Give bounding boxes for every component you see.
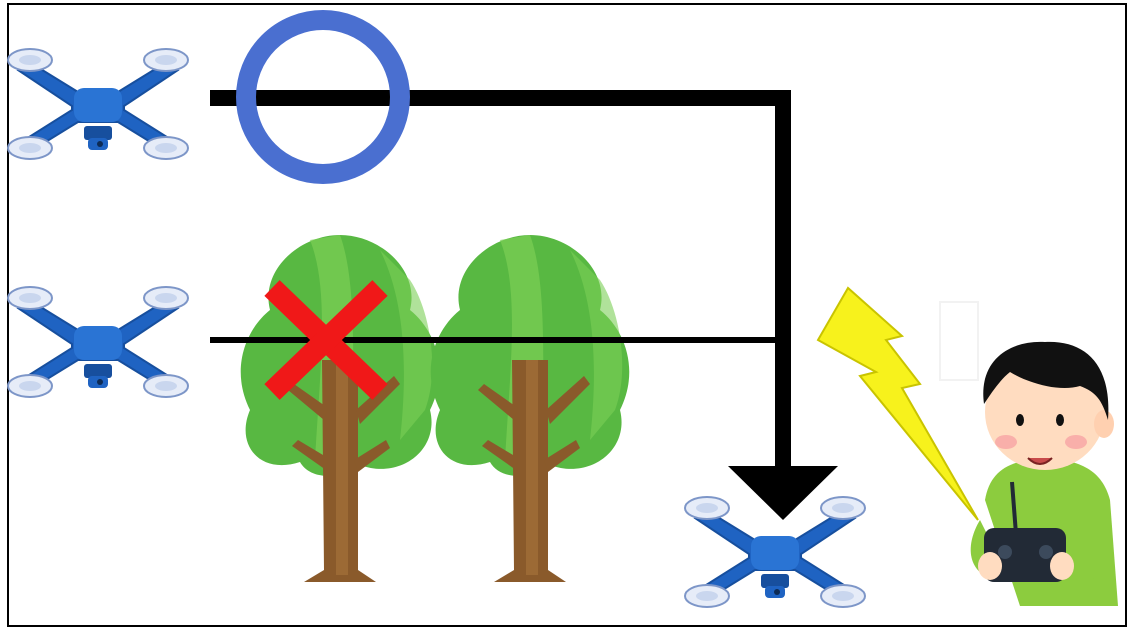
drone-icon	[7, 286, 189, 398]
tree-icon	[430, 235, 630, 582]
lightning-icon	[816, 286, 979, 521]
diagram-frame	[7, 3, 1127, 627]
drone-icon	[7, 48, 189, 160]
remote-controller-icon	[978, 481, 1074, 582]
drone-icon	[684, 496, 866, 608]
blank-placeholder	[939, 301, 979, 381]
cross-ng-icon	[264, 280, 388, 400]
tree-icon	[240, 235, 440, 582]
circle-ok-icon	[236, 10, 410, 184]
arrow-down-icon	[728, 466, 838, 520]
